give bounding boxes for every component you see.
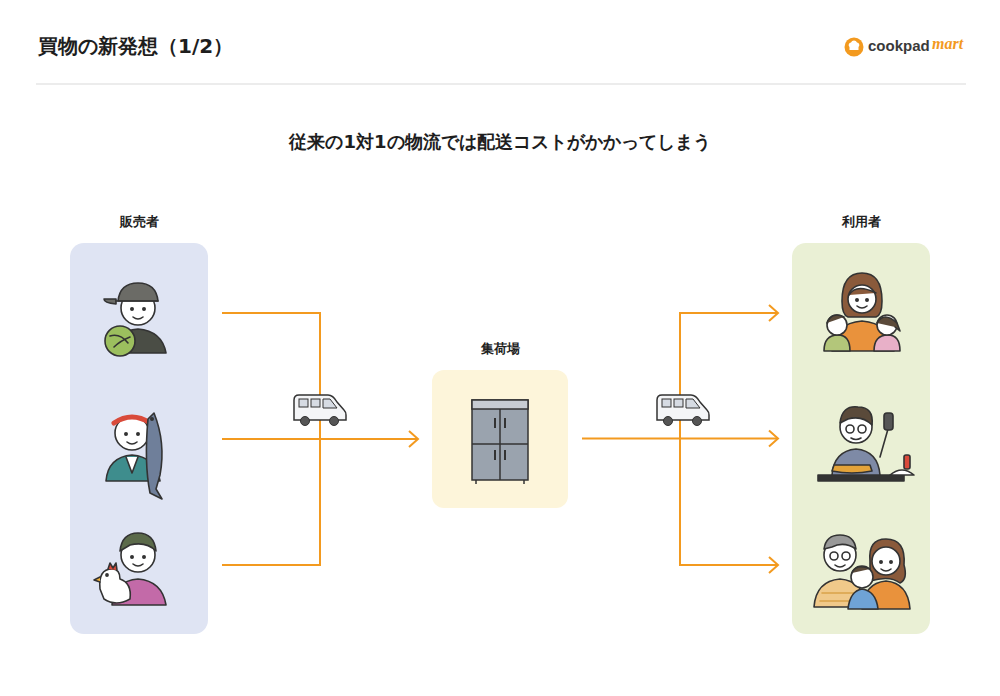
node-heading: 集荷場	[432, 340, 568, 358]
node-heading: 利用者	[792, 213, 930, 231]
user-illustrations	[792, 243, 930, 634]
header-rule	[36, 83, 966, 85]
node-heading-text: 集荷場	[479, 341, 522, 356]
logo-word: cookpad	[868, 37, 930, 54]
logo-word: mart	[932, 35, 963, 53]
node-heading: 販売者	[70, 213, 208, 231]
subtitle: 従来の1対1の物流では配送コストがかかってしまう	[0, 130, 1000, 154]
flow-arrow	[222, 431, 418, 447]
seller-panel: 販売者	[70, 243, 208, 634]
fridge-icon	[432, 370, 568, 508]
node-heading-text: 利用者	[840, 214, 883, 229]
seller-illustrations	[70, 243, 208, 634]
page-title: 買物の新発想（1/2）	[38, 33, 233, 60]
branch-lines	[222, 305, 778, 573]
van-icon	[294, 395, 346, 426]
flow-arrow	[582, 431, 778, 447]
logo-hat	[849, 40, 860, 50]
hub-box: 集荷場	[432, 370, 568, 508]
user-panel: 利用者	[792, 243, 930, 634]
node-heading-text: 販売者	[118, 214, 161, 229]
logo-mark	[845, 38, 864, 57]
